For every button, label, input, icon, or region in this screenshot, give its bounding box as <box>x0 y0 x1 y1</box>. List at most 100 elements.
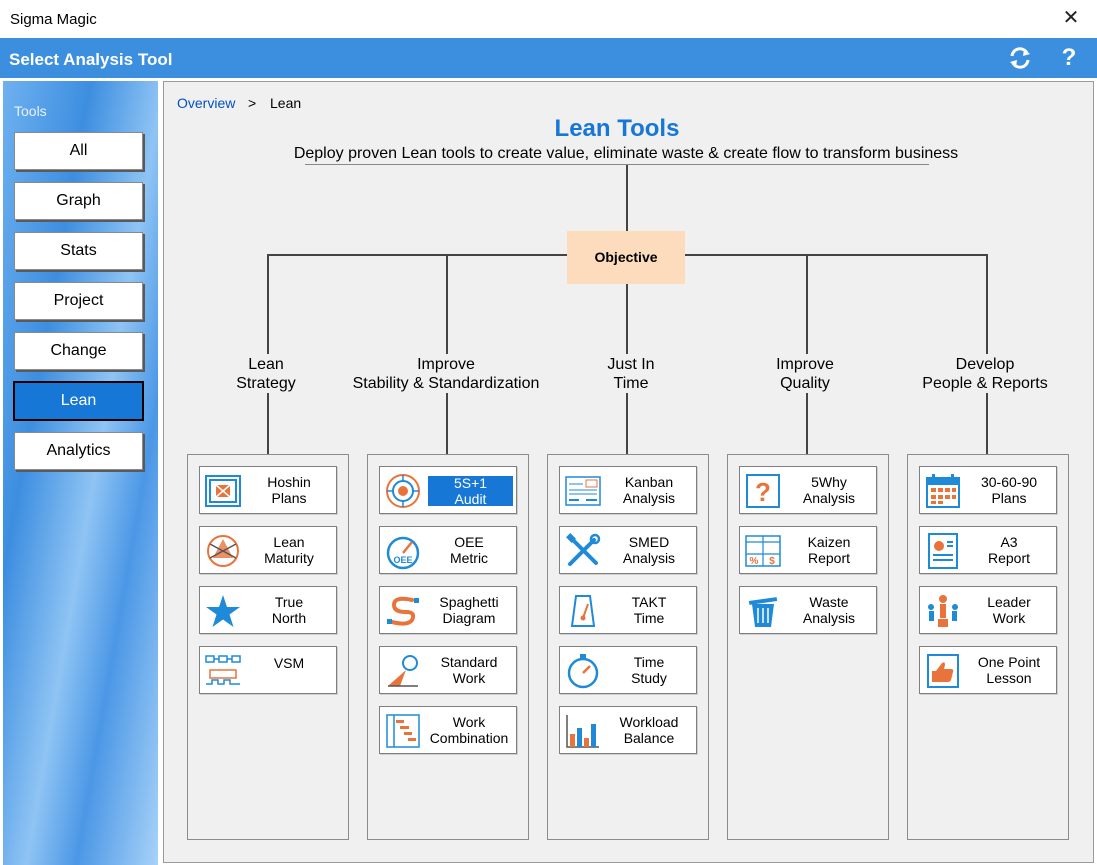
oee-icon: OEE <box>386 536 420 570</box>
connector-line <box>806 393 808 454</box>
app-title: Sigma Magic <box>10 11 97 28</box>
tool-label: One Point Lesson <box>977 654 1041 686</box>
vsm-icon <box>205 655 241 685</box>
connector-line <box>626 165 628 231</box>
tool-oee-metric[interactable]: OEE OEE Metric <box>379 526 517 574</box>
connector-line <box>267 254 269 354</box>
page-subtitle: Deploy proven Lean tools to create value… <box>293 145 959 162</box>
connector-line <box>446 254 448 354</box>
tool-workload-balance[interactable]: Workload Balance <box>559 706 697 754</box>
tool-smed-analysis[interactable]: SMED Analysis <box>559 526 697 574</box>
tool-label: True North <box>271 594 307 626</box>
connector-line <box>685 254 988 256</box>
svg-text:OEE: OEE <box>393 555 412 565</box>
tool-label: Hoshin Plans <box>267 474 311 506</box>
connector-line <box>986 254 988 354</box>
tool-spaghetti-diagram[interactable]: Spaghetti Diagram <box>379 586 517 634</box>
category-label-people: Develop People & Reports <box>922 356 1048 392</box>
tool-one-point-lesson[interactable]: One Point Lesson <box>919 646 1057 694</box>
tool-5why-analysis[interactable]: ? 5Why Analysis <box>739 466 877 514</box>
tool-label: Kaizen Report <box>807 534 851 566</box>
breadcrumb-separator: > <box>248 95 257 111</box>
tool-leader-work[interactable]: Leader Work <box>919 586 1057 634</box>
a3-report-icon <box>928 533 958 569</box>
tool-kanban-analysis[interactable]: Kanban Analysis <box>559 466 697 514</box>
tool-takt-time[interactable]: TAKT Time <box>559 586 697 634</box>
tool-kaizen-report[interactable]: % $ Kaizen Report <box>739 526 877 574</box>
tool-label: 30-60-90 Plans <box>980 474 1038 506</box>
tool-label: VSM <box>273 655 305 671</box>
tool-label: TAKT Time <box>631 594 667 626</box>
svg-text:$: $ <box>769 556 775 567</box>
star-icon <box>206 595 240 627</box>
subtitle-underline <box>305 164 929 165</box>
close-button[interactable]: ✕ <box>1062 7 1080 29</box>
spaghetti-icon <box>387 596 419 626</box>
tool-a3-report[interactable]: A3 Report <box>919 526 1057 574</box>
refresh-icon <box>1010 47 1030 69</box>
objective-box: Objective <box>567 231 685 284</box>
tool-label: Spaghetti Diagram <box>439 594 499 626</box>
sidebar-item-graph[interactable]: Graph <box>14 182 143 220</box>
connector-line <box>626 284 628 354</box>
tool-30-60-90-plans[interactable]: 30-60-90 Plans <box>919 466 1057 514</box>
kanban-icon <box>565 476 601 506</box>
tool-5s-audit[interactable]: 5S+1 Audit <box>379 466 517 514</box>
connector-line <box>986 393 988 454</box>
sidebar-item-stats[interactable]: Stats <box>14 232 143 270</box>
sidebar-item-project[interactable]: Project <box>14 282 143 320</box>
tool-label: Lean Maturity <box>264 534 314 566</box>
help-button[interactable]: ? <box>1061 44 1077 71</box>
standard-work-icon <box>388 655 418 687</box>
connector-line <box>446 393 448 454</box>
calendar-icon <box>926 474 960 508</box>
dialog-title: Select Analysis Tool <box>9 50 173 69</box>
category-label-stability: Improve Stability & Standardization <box>352 356 540 392</box>
takt-icon <box>570 595 596 627</box>
sidebar-item-all[interactable]: All <box>14 132 143 170</box>
category-label-quality: Improve Quality <box>776 356 834 392</box>
refresh-button[interactable] <box>1008 46 1032 70</box>
tool-lean-maturity[interactable]: Lean Maturity <box>199 526 337 574</box>
sidebar-item-lean[interactable]: Lean <box>13 381 144 421</box>
trash-icon <box>748 597 778 627</box>
tool-label: Workload Balance <box>619 714 679 746</box>
svg-text:%: % <box>750 556 759 567</box>
tool-label: Work Combination <box>429 714 509 746</box>
tool-true-north[interactable]: True North <box>199 586 337 634</box>
sidebar-item-change[interactable]: Change <box>14 332 143 370</box>
tool-vsm[interactable]: VSM <box>199 646 337 694</box>
work-combination-icon <box>386 714 420 748</box>
connector-line <box>267 254 567 256</box>
tool-label: Kanban Analysis <box>622 474 676 506</box>
bar-chart-icon <box>566 715 599 748</box>
5s-icon <box>386 474 420 508</box>
breadcrumb-current: Lean <box>270 95 302 111</box>
tool-work-combination[interactable]: Work Combination <box>379 706 517 754</box>
page-title: Lean Tools <box>554 115 680 142</box>
connector-line <box>267 393 269 454</box>
tool-label: Leader Work <box>987 594 1031 626</box>
breadcrumb-overview-link[interactable]: Overview <box>177 95 236 111</box>
window-titlebar <box>0 0 1097 38</box>
tool-time-study[interactable]: Time Study <box>559 646 697 694</box>
question-icon: ? <box>746 474 780 508</box>
connector-line <box>626 393 628 454</box>
tool-standard-work[interactable]: Standard Work <box>379 646 517 694</box>
svg-text:?: ? <box>755 477 771 507</box>
thumbs-up-icon <box>927 654 959 688</box>
hoshin-icon <box>205 475 241 507</box>
column-panel-quality <box>727 454 889 840</box>
leader-icon <box>928 595 958 627</box>
sidebar-item-analytics[interactable]: Analytics <box>14 432 143 470</box>
kaizen-icon: % $ <box>745 535 781 567</box>
tool-waste-analysis[interactable]: Waste Analysis <box>739 586 877 634</box>
tool-label: A3 Report <box>987 534 1031 566</box>
tool-label: 5Why Analysis <box>802 474 856 506</box>
tool-hoshin-plans[interactable]: Hoshin Plans <box>199 466 337 514</box>
dialog-header <box>0 38 1097 78</box>
tool-label: OEE Metric <box>449 534 489 566</box>
connector-line <box>806 254 808 354</box>
category-label-jit: Just In Time <box>607 356 655 392</box>
stopwatch-icon <box>567 654 599 689</box>
